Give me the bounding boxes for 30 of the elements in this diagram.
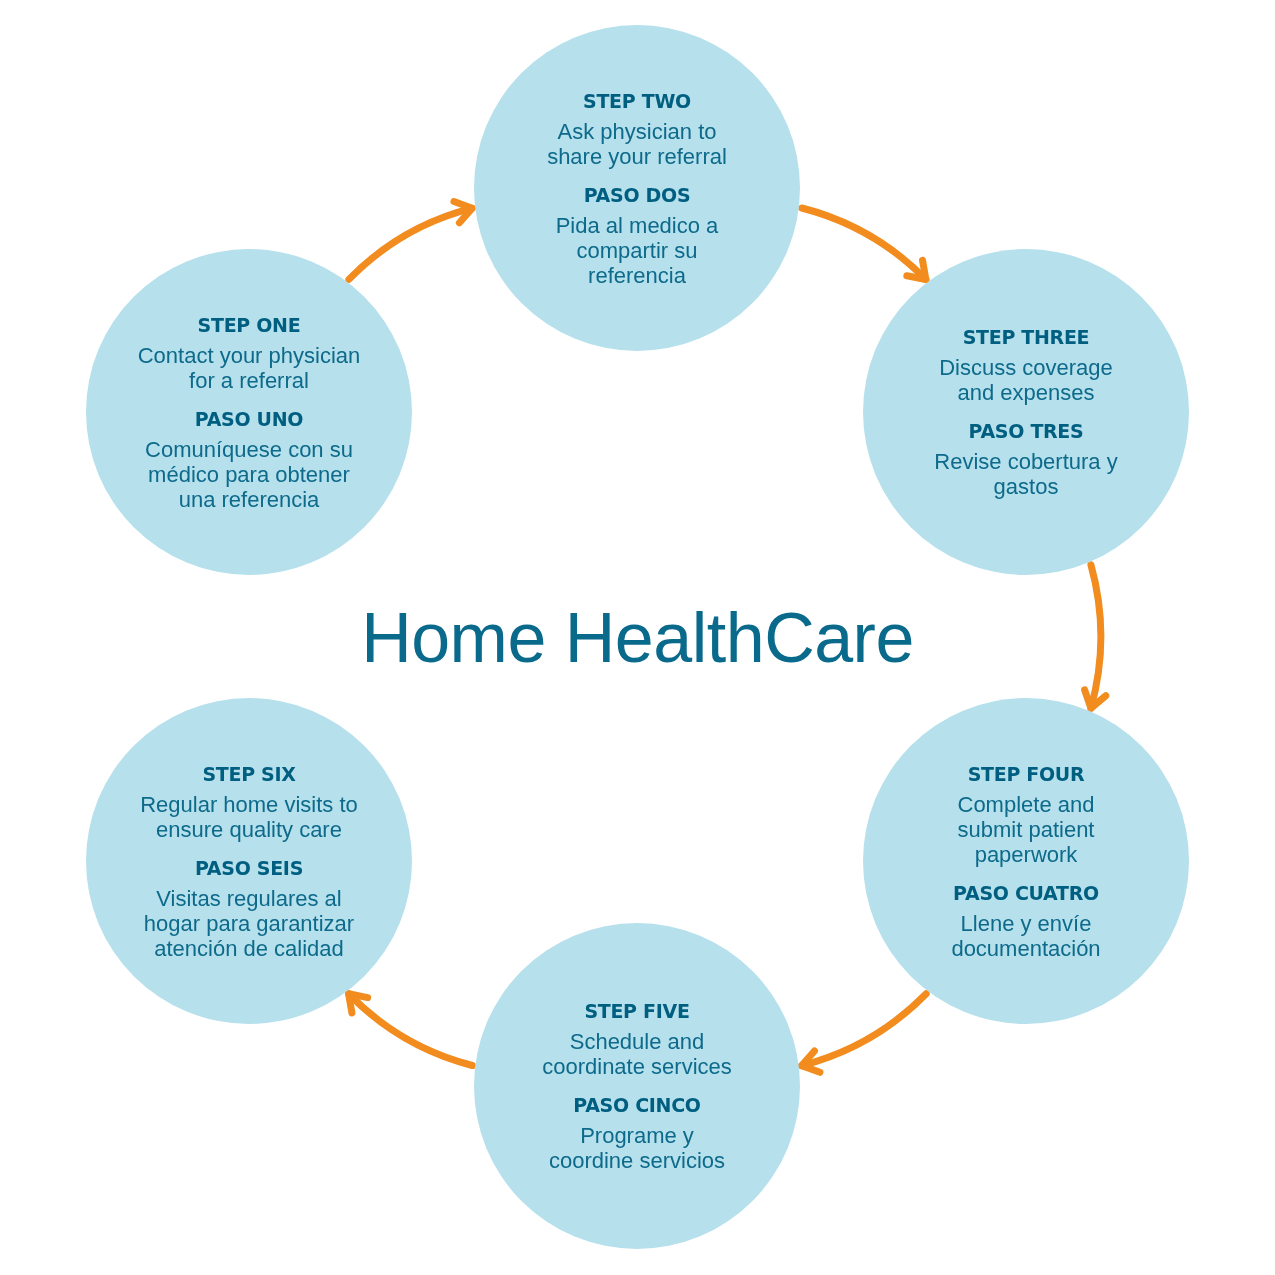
step-description: Llene y envíe documentación [950,910,1102,961]
step-description: Complete and submit patient paperwork [956,791,1096,867]
step-heading: PASO DOS [583,182,691,207]
step-heading: STEP TWO [583,88,691,113]
step-description: Regular home visits to ensure quality care [139,791,359,842]
step-description: Contact your physician for a referral [136,342,362,393]
curved-arrow [345,198,476,283]
step-heading: PASO TRES [968,419,1084,443]
step-description: Ask physician to share your referral [546,118,728,169]
step-description: Programe y coordine servicios [547,1123,727,1173]
step-description: Discuss coverage and expenses [938,355,1114,405]
step-description: Revise cobertura y gastos [933,449,1119,499]
step-heading: STEP ONE [197,312,301,337]
step-heading: STEP THREE [962,325,1090,349]
step-heading: PASO UNO [194,406,304,431]
step-description: Comuníquese con su médico para obtener una referencia [144,436,354,512]
curved-arrow [345,990,476,1069]
step-heading: STEP FIVE [584,999,690,1023]
step-description: Visitas regulares al hogar para garantizar atención de calidad [142,885,356,961]
step-heading: STEP FOUR [967,761,1085,786]
step-heading: PASO SEIS [194,855,304,880]
step-heading: PASO CINCO [573,1093,701,1117]
curved-arrow [798,204,930,283]
step-description: Pida al medico a compartir su referencia [554,212,720,288]
step-heading: STEP SIX [202,761,296,786]
step-heading: PASO CUATRO [953,880,1099,905]
curved-arrow [1080,561,1109,712]
diagram-title: Home HealthCare [361,600,914,676]
step-description: Schedule and coordinate services [541,1029,733,1079]
curved-arrow [798,990,930,1076]
